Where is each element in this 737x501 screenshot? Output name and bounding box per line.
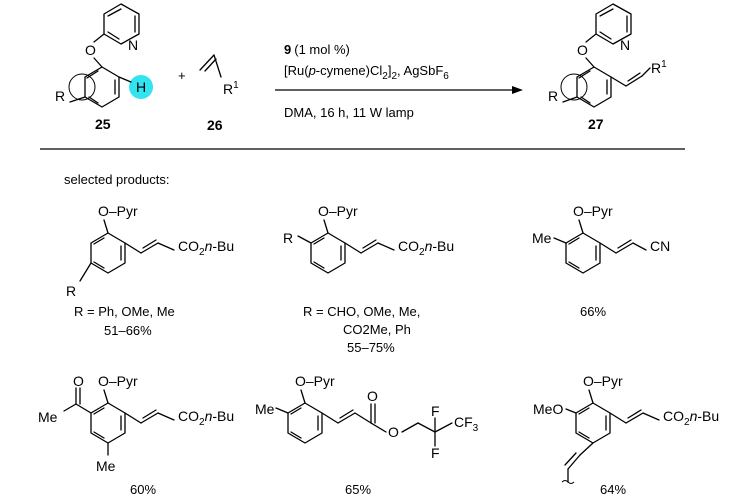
p4-pyr-label: O–Pyr bbox=[98, 373, 138, 389]
p3-pyr-label: O–Pyr bbox=[573, 203, 613, 219]
product-27-structure bbox=[560, 3, 651, 108]
plus-sign: + bbox=[178, 68, 186, 83]
p5-cf3: CF3 bbox=[454, 414, 479, 434]
p3-me: Me bbox=[532, 230, 552, 246]
p2-note-1: R = CHO, OMe, Me, bbox=[303, 304, 420, 319]
p1-note: R = Ph, OMe, Me bbox=[74, 304, 175, 319]
p5-f2: F bbox=[431, 445, 440, 461]
p5-yield: 65% bbox=[345, 482, 371, 497]
p4-yield: 60% bbox=[130, 482, 156, 497]
p3-cn: CN bbox=[650, 238, 670, 254]
p2-ester: CO2n-Bu bbox=[398, 238, 454, 258]
p6-meo: MeO bbox=[533, 401, 563, 417]
p2-r-label: R bbox=[283, 230, 293, 246]
product-pyridine-n: N bbox=[620, 37, 630, 53]
p5-pyr-label: O–Pyr bbox=[295, 373, 335, 389]
p2-note-2: CO2Me, Ph bbox=[343, 322, 411, 337]
product-3-structure: O–Pyr bbox=[553, 203, 647, 274]
p6-ester: CO2n-Bu bbox=[663, 408, 719, 428]
product-4-structure: O–Pyr bbox=[63, 373, 175, 456]
p6-pyr-label: O–Pyr bbox=[583, 373, 623, 389]
p6-yield: 64% bbox=[600, 482, 626, 497]
product-5-structure: O–Pyr bbox=[275, 373, 453, 447]
conditions-line3: DMA, 16 h, 11 W lamp bbox=[284, 105, 414, 120]
p4-ketone-o: O bbox=[73, 373, 84, 389]
product-r: R bbox=[548, 88, 558, 104]
product-1-structure: O–Pyr bbox=[79, 203, 175, 282]
reactant-25-structure: N O bbox=[68, 3, 140, 108]
p2-yield: 55–75% bbox=[347, 340, 395, 355]
compound-26-label: 26 bbox=[207, 117, 223, 133]
selected-products-heading: selected products: bbox=[64, 172, 170, 187]
highlight-h-circle bbox=[129, 75, 153, 99]
compound-25-label: 25 bbox=[95, 116, 111, 132]
p2-pyr-label: O–Pyr bbox=[318, 203, 358, 219]
pyridine-n: N bbox=[128, 37, 138, 53]
p4-acetyl-me: Me bbox=[38, 409, 58, 425]
product-2-structure: O–Pyr bbox=[297, 203, 395, 274]
product-r1: R1 bbox=[651, 59, 667, 76]
conditions-line2: [Ru(p-cymene)Cl2]2, AgSbF6 bbox=[284, 63, 449, 82]
compound-27-label: 27 bbox=[588, 116, 604, 132]
p1-ester: CO2n-Bu bbox=[178, 238, 234, 258]
p5-me: Me bbox=[255, 401, 275, 417]
alkene-r1: R1 bbox=[223, 80, 239, 97]
p1-r-label: R bbox=[66, 283, 76, 299]
p1-yield: 51–66% bbox=[104, 323, 152, 338]
p3-yield: 66% bbox=[580, 304, 606, 319]
p5-carbonyl-o: O bbox=[367, 388, 378, 404]
p4-ester: CO2n-Bu bbox=[178, 408, 234, 428]
p4-me: Me bbox=[96, 458, 116, 474]
ether-o: O bbox=[85, 42, 96, 58]
arrow-head bbox=[512, 86, 523, 94]
reactant-26-structure bbox=[199, 54, 222, 78]
conditions-line1: 9(1 mol %) bbox=[284, 42, 350, 57]
product-ether-o: O bbox=[577, 42, 588, 58]
product-6-structure: O–Pyr bbox=[561, 373, 660, 484]
p1-pyr-label: O–Pyr bbox=[98, 203, 138, 219]
highlight-h: H bbox=[136, 79, 146, 95]
reactant-r: R bbox=[55, 88, 65, 104]
p5-ester-o: O bbox=[388, 424, 399, 440]
p5-f1: F bbox=[431, 403, 440, 419]
